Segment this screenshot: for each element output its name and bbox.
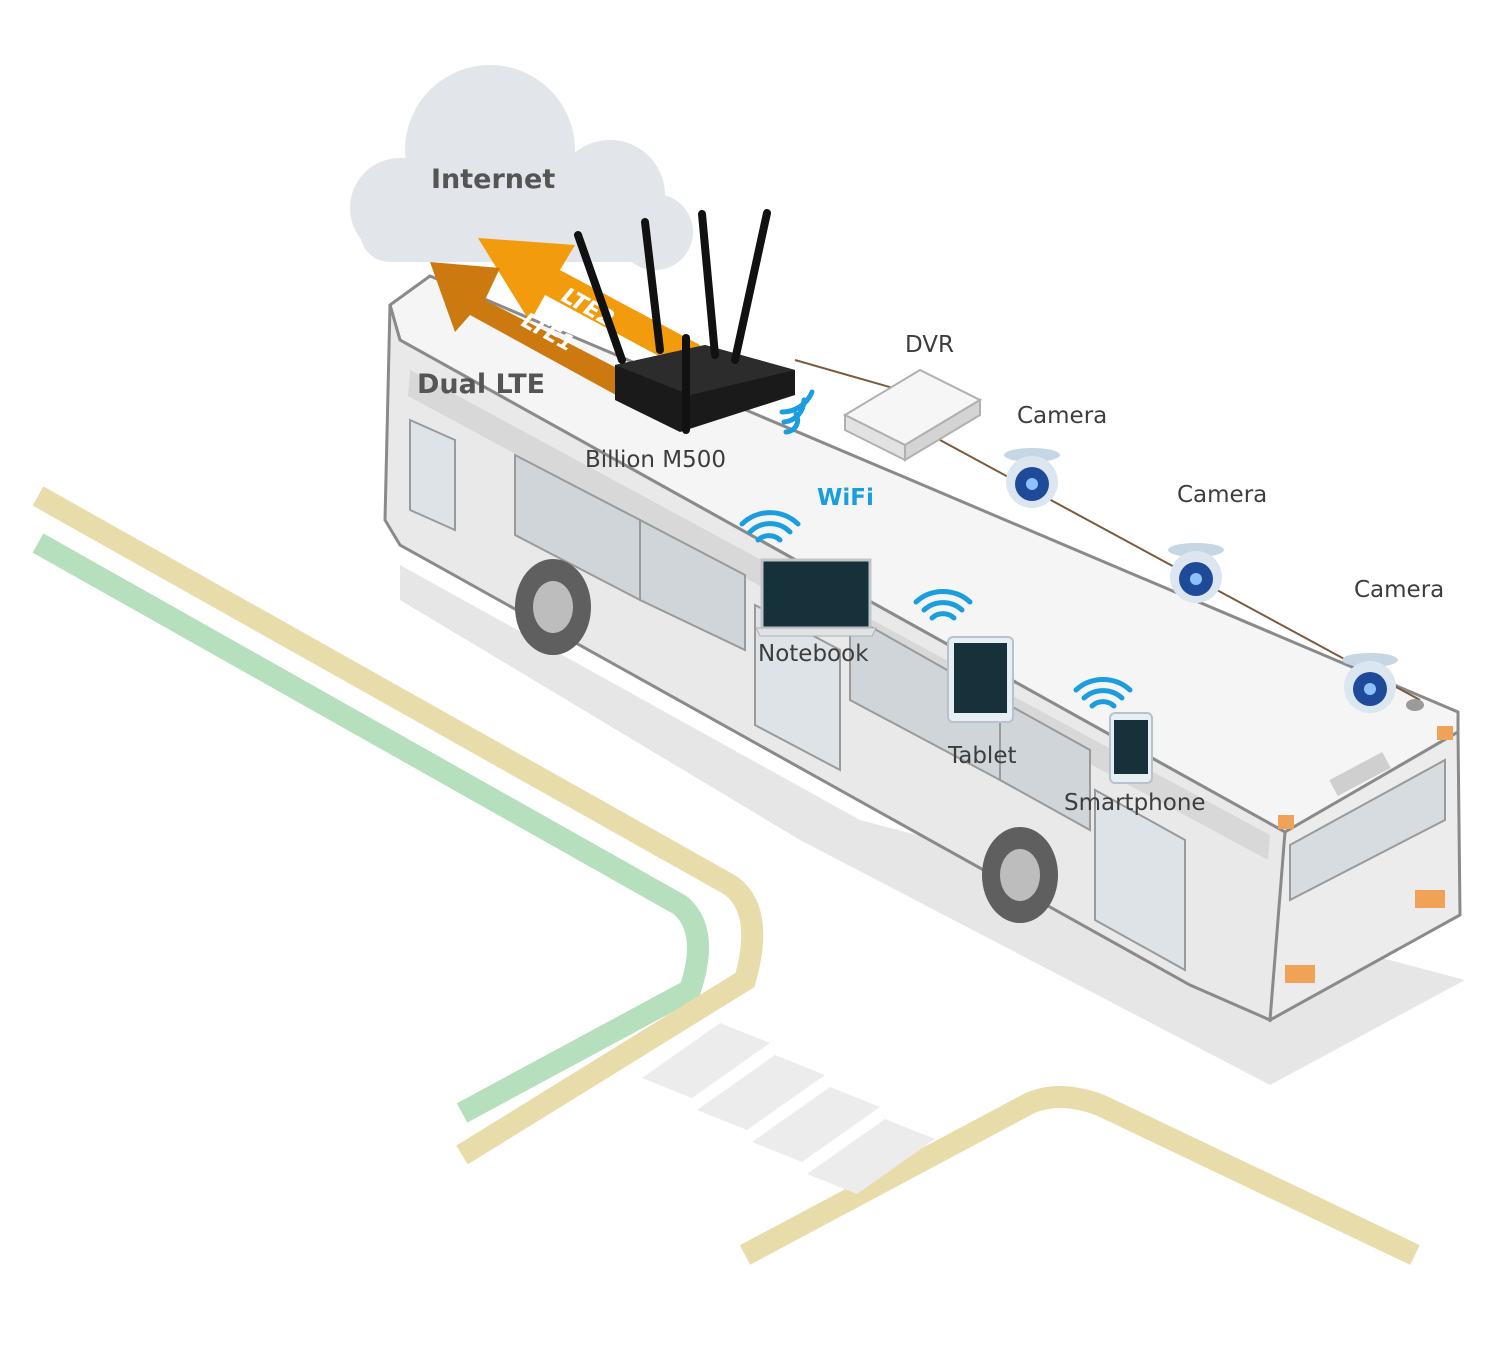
wifi-icon (1073, 677, 1133, 709)
camera-icon (1342, 653, 1398, 713)
wifi-icon (913, 589, 973, 621)
camera-3-label: Camera (1354, 577, 1445, 603)
wifi-icon (779, 389, 815, 435)
dvr-label: DVR (905, 332, 955, 358)
lte1-arrow (430, 262, 640, 400)
road-lines (32, 486, 1420, 1265)
camera-icon (1168, 543, 1224, 603)
internet-label: Internet (431, 164, 556, 195)
tablet-icon (947, 636, 1014, 723)
camera-2-label: Camera (1177, 482, 1268, 508)
dual-lte-label: Dual LTE (417, 369, 546, 400)
wifi-label: WiFi (817, 485, 874, 511)
cloud-icon (350, 65, 693, 270)
smartphone-icon (1109, 712, 1153, 784)
lte2-arrow (478, 238, 700, 370)
router-icon (574, 209, 795, 434)
smartphone-label: Smartphone (1064, 790, 1206, 816)
router-label: Billion M500 (585, 447, 727, 473)
notebook-icon (755, 558, 877, 637)
camera-icon (1004, 448, 1060, 508)
tablet-label: Tablet (948, 743, 1017, 769)
camera-1-label: Camera (1017, 403, 1108, 429)
crosswalk (642, 1023, 935, 1194)
wifi-icon (739, 510, 801, 543)
dvr-icon (842, 368, 983, 462)
notebook-label: Notebook (758, 641, 869, 667)
